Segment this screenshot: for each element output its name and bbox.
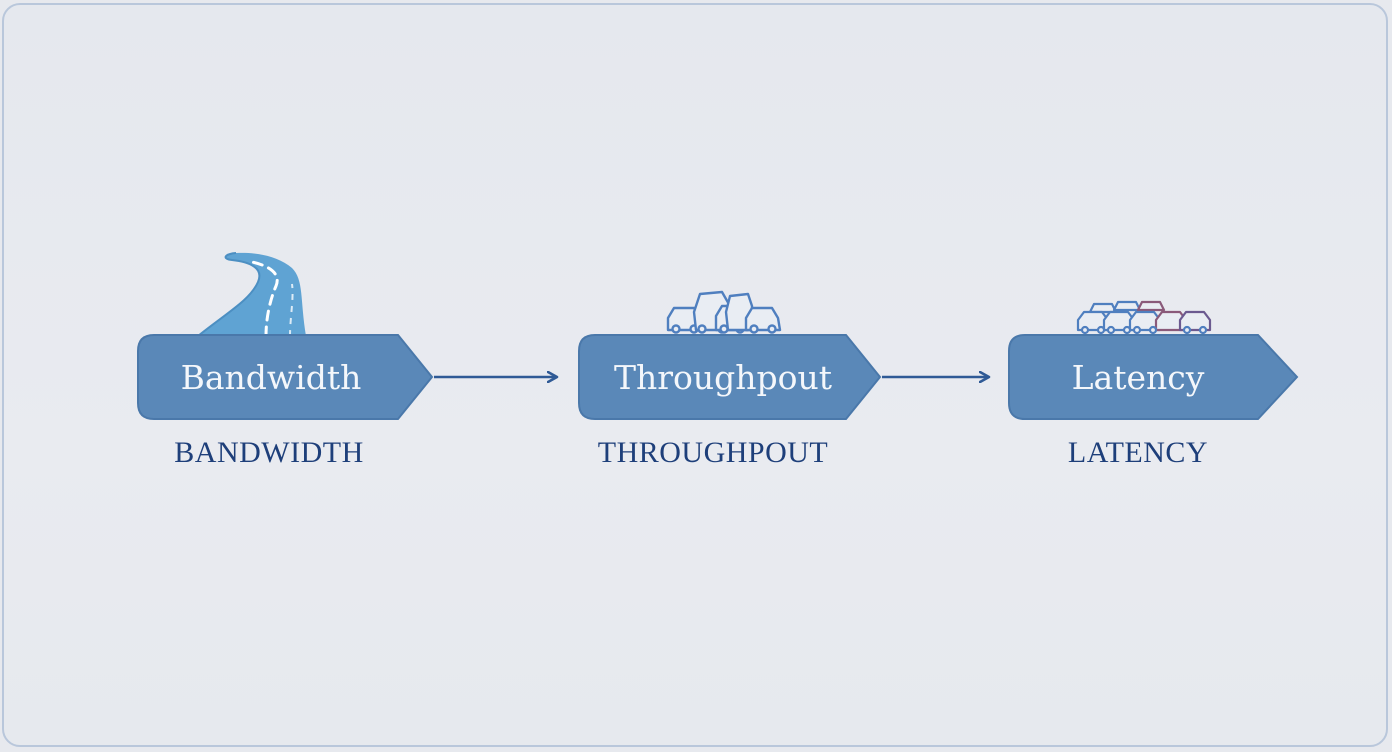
car-group-icon	[666, 290, 782, 334]
node-bandwidth-text: Bandwidth	[181, 358, 362, 397]
traffic-jam-icon	[1076, 300, 1212, 335]
label-throughput: THROUGHPOUT	[598, 436, 829, 469]
node-latency-text: Latency	[1072, 358, 1205, 397]
node-bandwidth: Bandwidth	[137, 334, 434, 420]
node-latency: Latency	[1008, 334, 1299, 420]
node-throughput: Throughpout	[578, 334, 882, 420]
node-throughput-text: Throughpout	[614, 358, 832, 397]
road-icon	[197, 252, 306, 338]
label-latency: LATENCY	[1068, 436, 1208, 469]
label-bandwidth: BANDWIDTH	[174, 436, 363, 469]
